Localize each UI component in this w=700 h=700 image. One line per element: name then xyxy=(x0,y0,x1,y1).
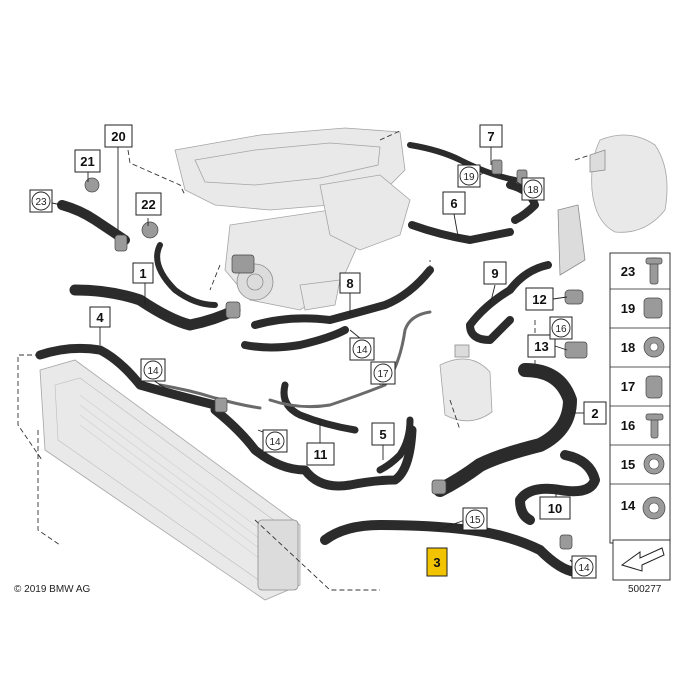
svg-text:1: 1 xyxy=(139,266,146,281)
callout-9: 9 xyxy=(483,261,507,285)
svg-text:19: 19 xyxy=(463,172,475,183)
svg-text:20: 20 xyxy=(111,129,125,144)
callout-22: 22 xyxy=(135,192,162,216)
callout-13: 13 xyxy=(527,334,556,358)
callout-6: 6 xyxy=(442,191,466,215)
callout-11: 11 xyxy=(306,442,335,466)
legend-item-23: 23 xyxy=(621,257,663,285)
callout-23-left: 23 xyxy=(29,189,53,213)
callout-18-top: 18 xyxy=(521,177,545,201)
dashed-lines xyxy=(17,129,591,591)
callouts-square: 20 21 22 1 4 7 6 9 12 13 8 11 5 2 10 3 xyxy=(74,124,607,577)
svg-text:13: 13 xyxy=(534,339,548,354)
svg-text:14: 14 xyxy=(269,437,281,448)
svg-text:7: 7 xyxy=(487,129,494,144)
callout-16-mid: 16 xyxy=(549,316,573,340)
callout-14-d: 14 xyxy=(571,555,597,579)
connectors xyxy=(84,159,588,550)
svg-text:23: 23 xyxy=(621,264,635,279)
svg-text:4: 4 xyxy=(96,310,104,325)
svg-text:15: 15 xyxy=(469,515,481,526)
svg-text:5: 5 xyxy=(379,427,386,442)
svg-text:17: 17 xyxy=(377,369,389,380)
hoses xyxy=(35,142,600,577)
legend-item-17: 17 xyxy=(621,375,663,399)
legend-item-19: 19 xyxy=(621,297,663,319)
svg-text:3: 3 xyxy=(433,555,440,570)
diagram-number: 500277 xyxy=(628,584,662,595)
svg-text:2: 2 xyxy=(591,406,598,421)
copyright-text: © 2019 BMW AG xyxy=(14,584,91,595)
svg-text:10: 10 xyxy=(548,501,562,516)
svg-text:6: 6 xyxy=(450,196,457,211)
callout-14-c: 14 xyxy=(262,429,288,453)
legend-item-14: 14 xyxy=(621,496,666,520)
callout-5: 5 xyxy=(371,422,395,446)
svg-text:12: 12 xyxy=(532,292,546,307)
legend-item-18: 18 xyxy=(621,336,665,358)
callout-19-top: 19 xyxy=(457,164,481,188)
parts-legend: 23 19 18 17 16 15 14 xyxy=(609,252,671,544)
callout-14-b: 14 xyxy=(140,358,166,382)
svg-text:17: 17 xyxy=(621,379,635,394)
svg-text:16: 16 xyxy=(555,324,567,335)
callout-21: 21 xyxy=(74,149,101,173)
svg-text:19: 19 xyxy=(621,301,635,316)
direction-arrow-icon xyxy=(612,539,671,581)
svg-text:22: 22 xyxy=(141,197,155,212)
svg-text:14: 14 xyxy=(356,345,368,356)
radiator-illustration xyxy=(39,359,301,601)
expansion-tank-illustration xyxy=(557,134,668,276)
callout-17-mid: 17 xyxy=(370,361,396,385)
svg-text:8: 8 xyxy=(346,276,353,291)
callout-12: 12 xyxy=(525,287,554,311)
callout-2: 2 xyxy=(583,401,607,425)
svg-text:18: 18 xyxy=(527,185,539,196)
engine-block-illustration xyxy=(174,127,411,311)
callouts-circled: 23 19 18 16 14 17 14 14 15 14 xyxy=(29,164,597,579)
legend-item-16: 16 xyxy=(621,413,664,439)
callout-15-bottom: 15 xyxy=(462,507,488,531)
legend-item-15: 15 xyxy=(621,453,665,475)
svg-text:9: 9 xyxy=(491,266,498,281)
svg-text:15: 15 xyxy=(621,457,635,472)
callout-3-highlighted: 3 xyxy=(426,547,448,577)
callout-8: 8 xyxy=(339,272,361,294)
svg-text:21: 21 xyxy=(80,154,94,169)
svg-text:11: 11 xyxy=(314,447,328,462)
svg-text:18: 18 xyxy=(621,340,635,355)
callout-10: 10 xyxy=(539,496,571,520)
callout-4: 4 xyxy=(89,306,111,328)
svg-text:14: 14 xyxy=(147,366,159,377)
callout-14-a: 14 xyxy=(349,337,375,361)
callout-20: 20 xyxy=(104,124,133,148)
svg-text:14: 14 xyxy=(621,498,636,513)
reservoir-illustration xyxy=(439,344,493,422)
svg-text:23: 23 xyxy=(35,197,47,208)
callout-1: 1 xyxy=(132,262,154,284)
callout-7: 7 xyxy=(479,124,503,148)
svg-text:16: 16 xyxy=(621,418,635,433)
svg-text:14: 14 xyxy=(578,563,590,574)
